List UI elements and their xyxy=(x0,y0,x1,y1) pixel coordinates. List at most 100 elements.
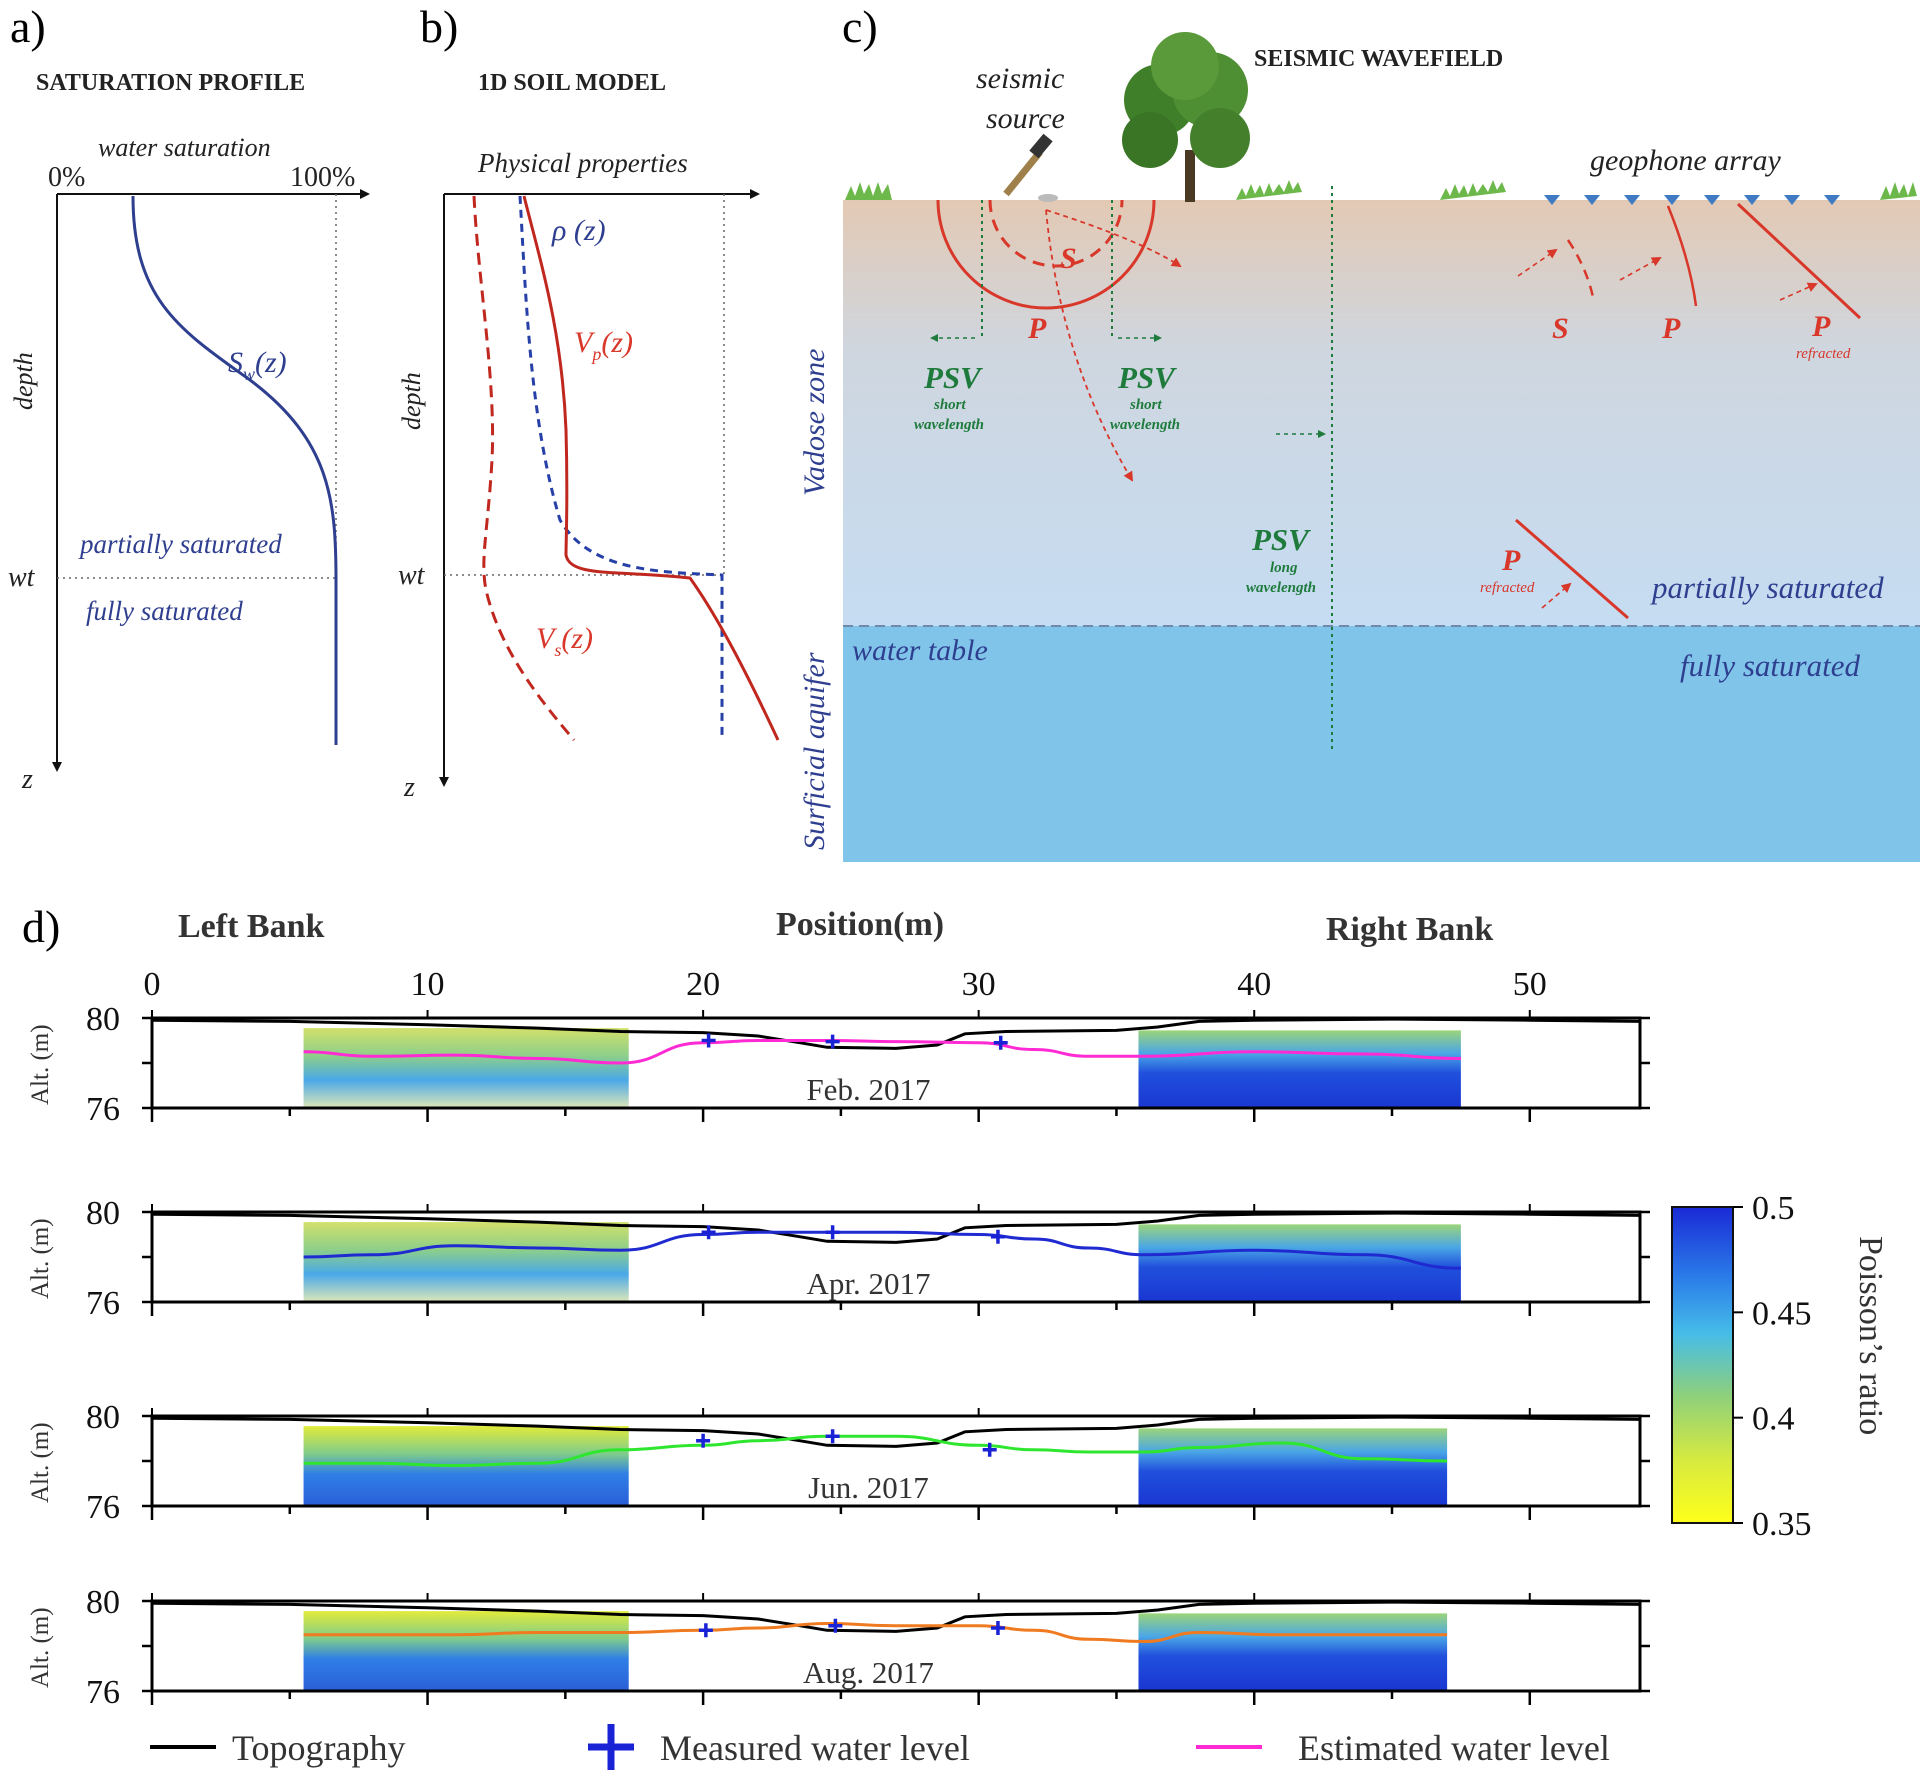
panel-c-fully-saturated: fully saturated xyxy=(1680,648,1860,683)
colorbar-tick-label: 0.4 xyxy=(1752,1401,1795,1438)
topography-line xyxy=(151,1415,1641,1448)
legend: Topography Measured water level Estimate… xyxy=(150,1724,1610,1770)
legend-measured-swatch xyxy=(588,1724,634,1770)
panel-c-partially-saturated: partially saturated xyxy=(1650,570,1884,605)
topography-line xyxy=(151,1600,1641,1633)
poisson-ratio-right-bank xyxy=(1138,1030,1461,1108)
poisson-ratio-left-bank xyxy=(303,1611,629,1691)
refracted-label-top: refracted xyxy=(1796,346,1851,362)
legend-estimated: Estimated water level xyxy=(1298,1728,1610,1768)
panel-c-label: c) xyxy=(842,1,878,52)
measured-water-level-marker xyxy=(993,1035,1008,1050)
psv-short-left-1: short xyxy=(933,397,967,413)
p-refracted-label-bottom: P xyxy=(1501,544,1521,577)
poisson-ratio-left-bank xyxy=(303,1028,629,1108)
measured-water-level-marker xyxy=(825,1225,840,1240)
y-tick-label-top: 80 xyxy=(86,1001,120,1038)
psv-label-right: PSV xyxy=(1117,360,1177,395)
psv-short-left-2: wavelength xyxy=(914,417,984,433)
s-wave-label-source: S xyxy=(1060,242,1077,275)
panel-c: c) SEISMIC WAVEFIELD seismic sou xyxy=(798,1,1920,862)
measured-water-level-marker xyxy=(701,1033,716,1048)
psv-short-right-1: short xyxy=(1129,397,1163,413)
surficial-aquifer-label: Surficial aquifer xyxy=(798,652,831,850)
position-label: Position(m) xyxy=(776,906,944,943)
colorbar-label: Poisson’s ratio xyxy=(1852,1236,1889,1435)
panel-a-wt-label: wt xyxy=(8,562,36,593)
estimated-water-level xyxy=(303,1230,1461,1270)
month-label: Jun. 2017 xyxy=(808,1470,929,1505)
psv-long-1: long xyxy=(1270,560,1298,576)
estimated-water-level xyxy=(303,1434,1448,1468)
p-wave-label-array: P xyxy=(1661,312,1681,345)
geophone-array-icon xyxy=(1544,195,1840,205)
panel-b-rho-label: ρ (z) xyxy=(551,214,606,247)
water-table-label: water table xyxy=(852,634,988,667)
y-tick-label-top: 80 xyxy=(86,1399,120,1436)
panel-b-vp-label: Vp(z) xyxy=(574,326,633,364)
panel-a-x-min: 0% xyxy=(48,162,85,193)
measured-water-level-marker xyxy=(990,1621,1005,1635)
ray-arrow-1 xyxy=(1045,209,1182,268)
vadose-zone-fill xyxy=(843,200,1920,626)
alt-label: Alt. (m) xyxy=(27,1607,54,1688)
psv-long-2: wavelength xyxy=(1246,580,1316,596)
hammer-icon xyxy=(1003,133,1058,202)
refracted-label-bottom: refracted xyxy=(1480,580,1535,596)
panel-b-label: b) xyxy=(420,1,458,52)
panel-b-x-axis-label: Physical properties xyxy=(477,148,688,178)
measured-water-level-marker xyxy=(696,1433,711,1448)
ray-arrow-3 xyxy=(1517,248,1558,277)
y-tick-label-top: 80 xyxy=(86,1584,120,1621)
legend-measured: Measured water level xyxy=(660,1728,970,1768)
right-bank-label: Right Bank xyxy=(1326,911,1493,948)
psv-label-left: PSV xyxy=(923,360,983,395)
panel-a: a) SATURATION PROFILE water saturation 0… xyxy=(8,1,370,795)
panel-b-vp-curve xyxy=(522,195,780,741)
panel-b-wt-label: wt xyxy=(398,560,426,591)
x-tick-label: 30 xyxy=(962,966,996,1003)
panel-c-title: SEISMIC WAVEFIELD xyxy=(1254,46,1503,72)
y-tick-label-bottom: 76 xyxy=(86,1489,120,1526)
y-tick-label-bottom: 76 xyxy=(86,1674,120,1711)
estimated-water-level xyxy=(303,1621,1448,1644)
p-wavefront xyxy=(936,199,1156,310)
y-tick-label-top: 80 xyxy=(86,1195,120,1232)
measured-water-level-marker xyxy=(825,1429,840,1444)
x-tick-label: 50 xyxy=(1513,966,1547,1003)
measured-water-level-marker xyxy=(825,1034,840,1049)
left-bank-label: Left Bank xyxy=(178,908,325,945)
psv-label-long: PSV xyxy=(1251,522,1311,557)
refracted-wavefront-bottom xyxy=(1515,518,1629,620)
s-wavefront xyxy=(988,199,1124,268)
measured-water-level-marker xyxy=(982,1442,997,1457)
ray-arrow-5 xyxy=(1779,282,1818,301)
panel-a-label: a) xyxy=(10,1,46,52)
x-tick-label: 40 xyxy=(1237,966,1271,1003)
aquifer-fill xyxy=(843,626,1920,862)
panel-b: b) 1D SOIL MODEL Physical properties dep… xyxy=(397,1,780,803)
topography-line xyxy=(151,1211,1641,1244)
vadose-zone-label: Vadose zone xyxy=(798,349,831,496)
ray-arrow-2 xyxy=(1045,209,1134,482)
colorbar xyxy=(1671,1206,1734,1524)
colorbar-tick-label: 0.5 xyxy=(1752,1190,1795,1227)
geophone-array-label: geophone array xyxy=(1590,144,1781,177)
poisson-ratio-right-bank xyxy=(1138,1224,1461,1302)
x-tick-label: 20 xyxy=(686,966,720,1003)
p-refracted-label-top: P xyxy=(1811,310,1831,343)
poisson-ratio-right-bank xyxy=(1138,1428,1448,1506)
alt-label: Alt. (m) xyxy=(27,1218,54,1299)
panel-b-rho-curve xyxy=(518,195,724,740)
tree-icon xyxy=(1122,32,1250,202)
panel-a-x-axis-label: water saturation xyxy=(98,133,271,162)
panel-b-vs-label: Vs(z) xyxy=(536,622,593,660)
